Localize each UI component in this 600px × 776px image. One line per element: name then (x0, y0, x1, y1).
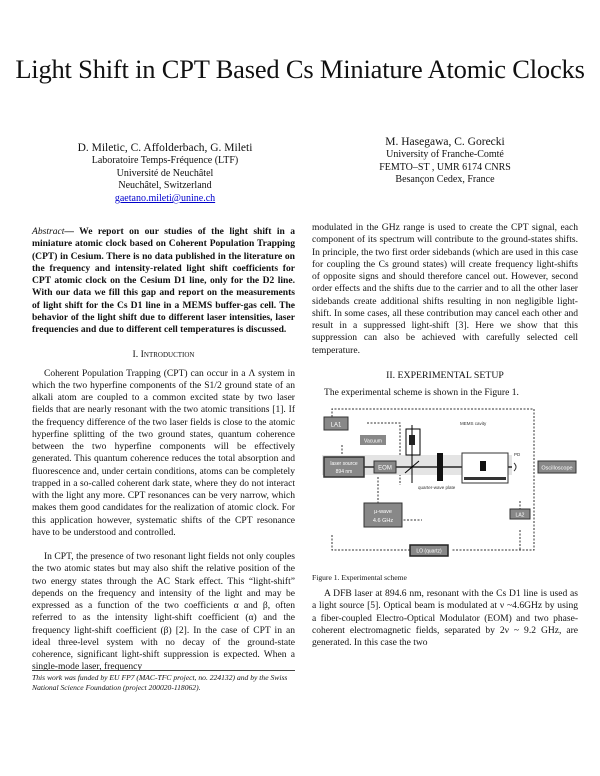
author-names: M. Hasegawa, C. Gorecki (385, 136, 505, 148)
email-link[interactable]: gaetano.mileti@unine.ch (114, 192, 216, 204)
footnote-rule (32, 670, 295, 671)
affiliation-line: Université de Neuchâtel (116, 167, 214, 179)
authors-right: M. Hasegawa, C. Gorecki University of Fr… (320, 135, 570, 187)
lo-box (409, 544, 449, 557)
section-title: Introduction (140, 349, 195, 361)
affiliation-line: Neuchâtel, Switzerland (118, 180, 212, 192)
left-column: Abstract— We report on our studies of th… (32, 226, 295, 674)
vacuum-label: Vacuum (364, 439, 382, 445)
footnote: This work was funded by EU FP7 (MAC-TFC … (32, 673, 288, 692)
beam-splitter (404, 460, 420, 474)
photodiode-label: PD (514, 452, 521, 457)
laser-label: laser source (330, 461, 357, 467)
reference-cell (405, 428, 421, 456)
paragraph: A DFB laser at 894.6 nm, resonant with t… (312, 588, 578, 648)
mems-label: MEMS cavity (460, 421, 487, 426)
la2-box (509, 508, 531, 520)
paragraph: The experimental scheme is shown in the … (324, 387, 519, 398)
section-heading-setup: II. EXPERIMENTAL SETUP (386, 369, 504, 381)
abstract: Abstract— We report on our studies of th… (32, 226, 295, 336)
microwave-label: µ-wave (374, 509, 392, 515)
paragraph: In CPT, the presence of two resonant lig… (32, 551, 295, 673)
paragraph: modulated in the GHz range is used to cr… (312, 222, 578, 356)
dashed-connection (331, 408, 535, 551)
paragraph: Coherent Population Trapping (CPT) can o… (32, 367, 295, 538)
la2-label: LA2 (516, 513, 525, 519)
abstract-text: — We report on our studies of the light … (32, 226, 295, 335)
affiliation-line: Besançon Cedex, France (395, 174, 495, 186)
section-number: I. (132, 349, 139, 361)
dashed-connection (331, 535, 412, 551)
eom-label: EOM (378, 466, 392, 472)
abstract-label: Abstract (32, 226, 65, 237)
affiliation-line: Laboratoire Temps-Fréquence (LTF) (91, 155, 239, 166)
section-heading-introduction: I. Introduction (32, 349, 295, 361)
quarter-wave-plate (437, 453, 443, 481)
vacuum-box (360, 435, 386, 445)
microwave-box (363, 502, 403, 528)
oscilloscope-label: Oscilloscope (541, 466, 572, 472)
la1-label: LA1 (331, 423, 342, 429)
right-column-continued: A DFB laser at 894.6 nm, resonant with t… (312, 588, 578, 649)
laser-source-box (323, 456, 365, 478)
author-names: D. Miletic, C. Affolderbach, G. Mileti (77, 142, 253, 154)
qwp-label: quarter-wave plate (418, 485, 456, 490)
affiliation-line: University of Franche-Comté (386, 149, 504, 160)
laser-wavelength-label: 894 nm (336, 469, 353, 475)
la1-box (323, 416, 349, 431)
figure-experimental-scheme: LA1 Vacuum laser source 894 nm EOM µ-wav… (322, 408, 577, 557)
paper-title: Light Shift in CPT Based Cs Miniature At… (15, 54, 585, 84)
photodiode-icon (513, 462, 517, 472)
lo-label: LO (quartz) (416, 549, 442, 555)
microwave-freq-label: 4.6 GHz (373, 518, 393, 524)
eom-box (373, 460, 397, 474)
affiliation-line: FEMTO–ST , UMR 6174 CNRS (379, 161, 511, 173)
right-column: modulated in the GHz range is used to cr… (312, 222, 578, 399)
figure-caption: Figure 1. Experimental scheme (312, 573, 407, 582)
authors-left: D. Miletic, C. Affolderbach, G. Mileti L… (40, 141, 290, 205)
oscilloscope-box (537, 460, 577, 474)
